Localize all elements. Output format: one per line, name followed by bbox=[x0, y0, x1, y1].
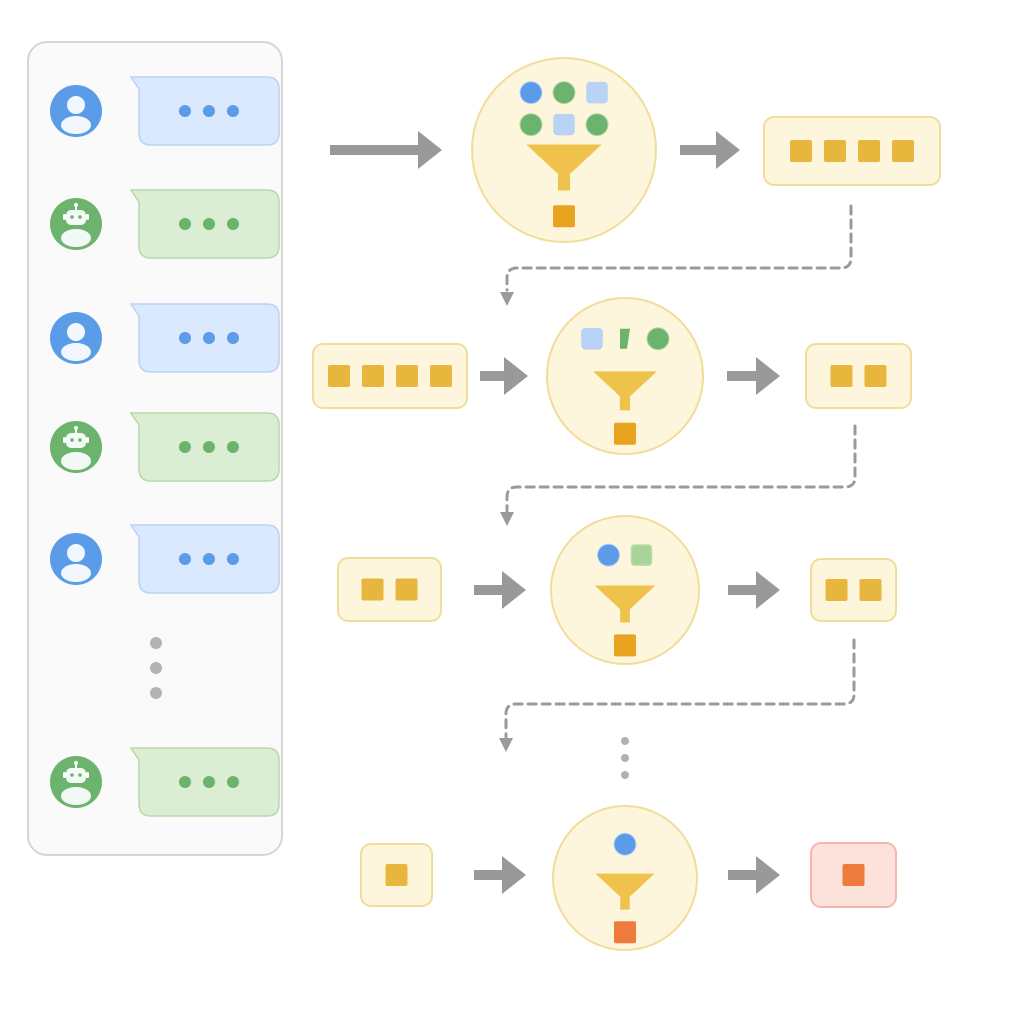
message-shape bbox=[519, 113, 543, 137]
input-tokens-2 bbox=[312, 343, 468, 409]
filter-stage-4 bbox=[552, 805, 698, 951]
output-tokens-2 bbox=[805, 343, 912, 409]
token bbox=[362, 365, 384, 387]
token bbox=[395, 578, 418, 601]
filtered-token bbox=[614, 634, 636, 657]
token bbox=[328, 365, 350, 387]
token bbox=[361, 578, 384, 601]
arrow-input-3 bbox=[474, 571, 526, 609]
token bbox=[842, 864, 865, 886]
user-message bbox=[49, 523, 280, 595]
final-output-token bbox=[810, 842, 897, 908]
connector-1-to-2 bbox=[500, 204, 853, 306]
robot-icon bbox=[50, 421, 102, 473]
token bbox=[790, 140, 812, 162]
message-shape bbox=[553, 113, 575, 136]
user-message-bubble bbox=[129, 524, 280, 594]
more-messages-ellipsis bbox=[150, 637, 162, 699]
message-shape bbox=[581, 328, 603, 350]
user-icon bbox=[50, 85, 102, 137]
output-tokens-3 bbox=[810, 558, 897, 622]
user-message bbox=[49, 75, 280, 147]
arrow-filter-3-output bbox=[728, 571, 780, 609]
token bbox=[430, 365, 452, 387]
funnel-icon bbox=[593, 371, 657, 411]
token bbox=[824, 140, 846, 162]
filter-stage-2 bbox=[546, 297, 704, 455]
user-message-bubble bbox=[129, 303, 280, 373]
message-shape bbox=[519, 81, 543, 105]
message-shape bbox=[613, 832, 637, 856]
arrow-filter-1-output bbox=[680, 131, 740, 169]
token bbox=[864, 365, 887, 387]
robot-icon bbox=[50, 198, 102, 250]
user-message bbox=[49, 302, 280, 374]
user-message-bubble bbox=[129, 76, 280, 146]
funnel-icon bbox=[594, 585, 656, 623]
input-tokens-4 bbox=[360, 843, 433, 907]
message-shape bbox=[586, 81, 608, 104]
filter-stage-3 bbox=[550, 515, 700, 665]
assistant-message bbox=[49, 746, 280, 818]
connector-2-to-3 bbox=[500, 424, 857, 526]
token bbox=[830, 365, 853, 387]
arrow-conversation-to-filter-1 bbox=[330, 131, 442, 169]
message-shape bbox=[646, 327, 670, 351]
message-shape bbox=[585, 113, 609, 137]
filtered-token bbox=[614, 422, 636, 445]
user-icon bbox=[50, 533, 102, 585]
token bbox=[859, 579, 882, 601]
assistant-message-bubble bbox=[129, 189, 280, 259]
token bbox=[858, 140, 880, 162]
connector-3-to-4 bbox=[499, 638, 856, 752]
filter-stage-1 bbox=[471, 57, 657, 243]
robot-icon bbox=[50, 756, 102, 808]
token bbox=[892, 140, 914, 162]
arrow-input-2 bbox=[480, 357, 528, 395]
output-tokens-1 bbox=[763, 116, 941, 186]
filtered-token bbox=[614, 921, 636, 944]
token bbox=[825, 579, 848, 601]
filtered-token bbox=[553, 205, 575, 228]
message-shape bbox=[620, 328, 630, 349]
funnel-icon bbox=[595, 873, 655, 910]
token bbox=[396, 365, 418, 387]
token bbox=[385, 864, 408, 886]
funnel-icon bbox=[526, 144, 602, 191]
message-shape bbox=[552, 81, 576, 105]
arrow-filter-4-output bbox=[728, 856, 780, 894]
conversation-panel bbox=[27, 41, 283, 856]
message-shape bbox=[597, 543, 620, 567]
input-tokens-3 bbox=[337, 557, 442, 622]
assistant-message-bubble bbox=[129, 747, 280, 817]
assistant-message bbox=[49, 411, 280, 483]
assistant-message-bubble bbox=[129, 412, 280, 482]
assistant-message bbox=[49, 188, 280, 260]
more-stages-ellipsis bbox=[621, 737, 629, 779]
arrow-filter-2-output bbox=[727, 357, 780, 395]
arrow-input-4 bbox=[474, 856, 526, 894]
message-shape bbox=[630, 544, 653, 566]
user-icon bbox=[50, 312, 102, 364]
